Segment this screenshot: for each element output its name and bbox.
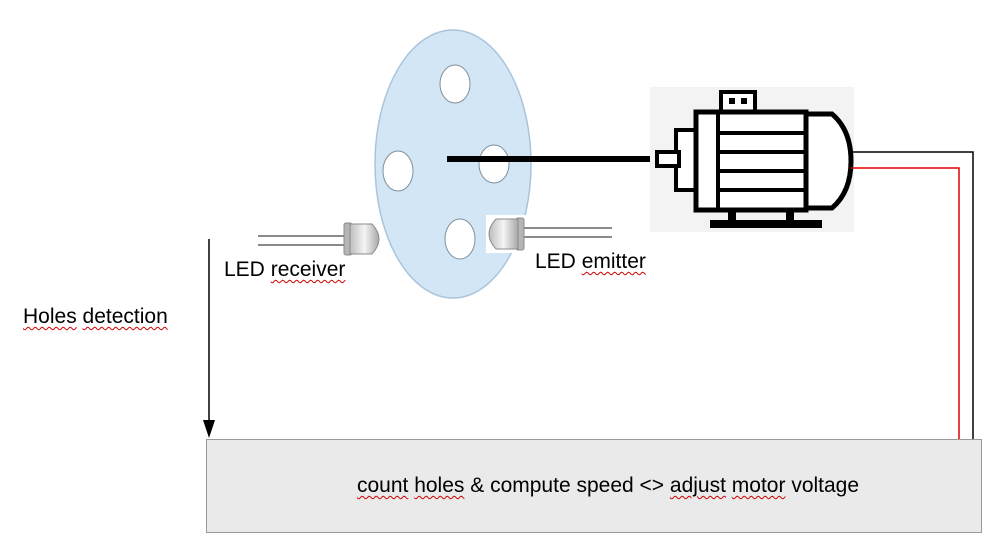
led-receiver-label: LED receiver [224,259,345,280]
led-emitter-label-word-1: LED [535,250,576,273]
holes-detection-label-word-2: detection [82,305,168,328]
controller-word-adjust: adjust [669,474,726,497]
red-wire [851,167,960,439]
led-receiver-label-word-1: LED [224,258,265,281]
led-emitter-icon [486,215,612,253]
encoder-disk [374,29,532,299]
holes-detection-arrow [203,239,215,438]
controller-word-compute: & compute speed <> [470,474,665,497]
led-emitter-label: LED emitter [535,251,646,272]
led-receiver-icon [258,222,380,256]
holes-detection-label-word-1: Holes [23,305,77,328]
disk-hole-right [478,144,510,184]
led-emitter-label-word-2: emitter [581,250,646,273]
controller-box: count holes & compute speed <> adjust mo… [206,439,982,533]
disk-hole-bottom [444,218,476,260]
holes-detection-label: Holes detection [23,306,168,327]
electric-motor-icon [650,87,854,232]
black-wire [851,151,974,439]
controller-word-holes: holes [414,474,465,497]
controller-text: count holes & compute speed <> adjust mo… [329,474,859,498]
controller-word-voltage: voltage [791,474,860,497]
disk-hole-top [439,64,471,104]
controller-word-count: count [356,474,409,497]
led-receiver-label-word-2: receiver [270,258,346,281]
disk-hole-left [382,150,414,192]
controller-word-motor: motor [731,474,786,497]
